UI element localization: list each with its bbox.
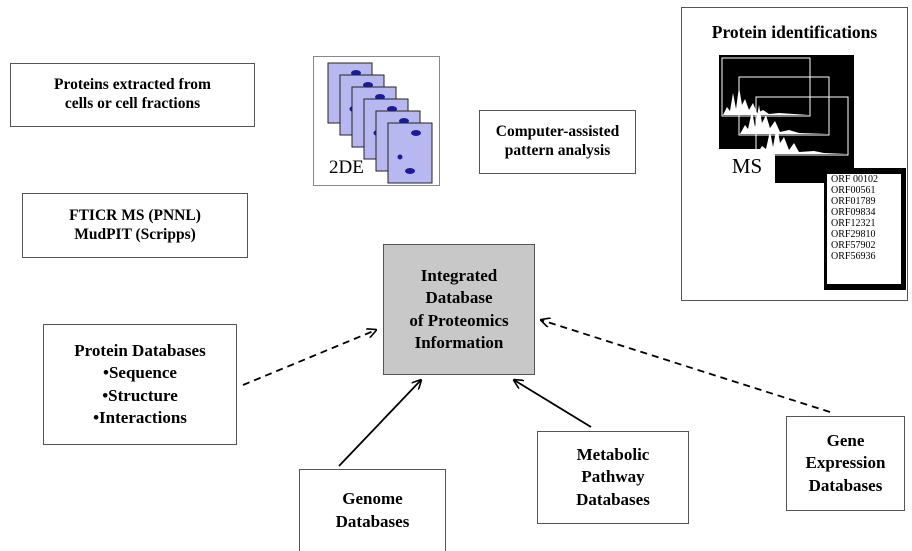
ftms-line-2: MudPIT (Scripps) [74,225,196,243]
central-line-1: Integrated [420,266,498,286]
gene-line-3: Databases [808,475,883,495]
orf-item: ORF12321 [831,218,876,229]
gene-expression-arrow [541,320,831,413]
metabolic-arrow [514,380,592,428]
central-line-3: of Proteomics [409,310,509,330]
protein-databases-box: Protein Databases •Sequence •Structure •… [43,324,237,445]
proteins-extracted-box: Proteins extracted from cells or cell fr… [10,63,255,127]
gel-spot [405,168,415,174]
orf-item: ORF57902 [831,240,876,251]
two-de-gel-stack: 2DE [313,56,440,186]
genome-line-1: Genome [342,489,403,509]
protdb-line-1: Protein Databases [74,341,206,361]
protein-identifications-title: Protein identifications [711,22,878,42]
ftms-line-1: FTICR MS (PNNL) [69,206,201,224]
metabolic-line-1: Metabolic [576,445,650,465]
orf-item: ORF56936 [831,251,876,262]
orf-item: ORF 00102 [831,174,878,185]
orf-list: ORF 00102 ORF00561 ORF01789 ORF09834 ORF… [827,174,901,284]
pattern-analysis-box: Computer-assisted pattern analysis [479,110,636,174]
pattern-line-2: pattern analysis [504,142,611,159]
orf-item: ORF01789 [831,196,876,207]
genome-databases-box: Genome Databases [299,469,446,551]
gel-spot [411,130,421,136]
ms-label: MS [719,149,775,183]
gene-line-1: Gene [826,431,865,451]
protdb-line-3: •Structure [102,385,178,405]
gene-expression-databases-box: Gene Expression Databases [786,416,905,511]
gene-line-2: Expression [805,453,886,473]
orf-item: ORF00561 [831,185,876,196]
extract-line-2: cells or cell fractions [64,95,201,112]
ms-spectrum-icon [721,57,849,156]
metabolic-pathway-databases-box: Metabolic Pathway Databases [537,431,689,524]
central-line-2: Database [425,288,493,308]
extract-line-1: Proteins extracted from [54,76,211,94]
protein-identifications-panel: Protein identifications MS ORF 00102 ORF… [681,7,908,301]
orf-item: ORF09834 [831,207,876,218]
two-de-label: 2DE [329,157,364,178]
protein-db-arrow [242,330,376,386]
central-line-4: Information [414,332,504,352]
gel-spot [397,154,403,160]
metabolic-line-3: Databases [576,489,650,509]
gel-cards-icon [327,62,433,184]
pattern-line-1: Computer-assisted [495,123,620,141]
genome-line-2: Databases [335,511,410,531]
metabolic-line-2: Pathway [581,467,645,487]
integrated-database-box: Integrated Database of Proteomics Inform… [383,244,535,375]
orf-item: ORF29810 [831,229,876,240]
genome-arrow [338,380,421,467]
protdb-line-2: •Sequence [103,363,177,383]
protdb-line-4: •Interactions [93,407,187,427]
mass-spec-methods-box: FTICR MS (PNNL) MudPIT (Scripps) [22,193,248,258]
